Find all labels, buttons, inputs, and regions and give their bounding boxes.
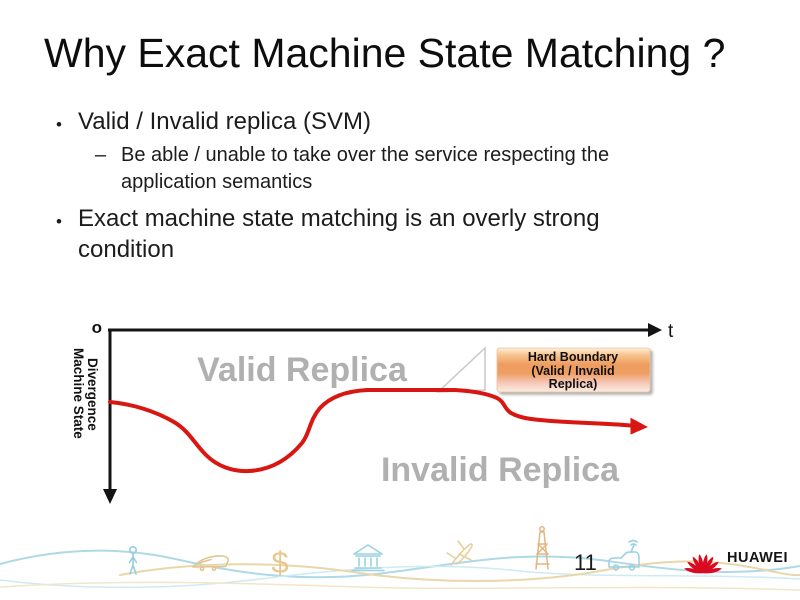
callout-text-line3: Replica) <box>549 377 598 391</box>
wave-tan-light <box>0 581 800 591</box>
airplane-icon <box>446 540 473 566</box>
hard-boundary-callout: Hard Boundary (Valid / Invalid Replica) <box>496 347 651 393</box>
bullet-item-1a: – Be able / unable to take over the serv… <box>95 142 686 196</box>
callout-box <box>496 347 651 393</box>
dollar-icon: $ <box>271 545 288 580</box>
bullet-item-1: • Valid / Invalid replica (SVM) <box>56 106 371 137</box>
bullet-dot: • <box>56 115 62 134</box>
divergence-diagram: Valid Replica Invalid Replica o t Machin… <box>71 318 674 504</box>
bullet-text: Exact machine state matching is an overl… <box>78 205 600 263</box>
person-icon <box>128 545 138 575</box>
invalid-replica-label: Invalid Replica <box>381 451 620 489</box>
wave-blue-light <box>0 565 800 589</box>
callout-text-line2: (Valid / Invalid <box>531 364 614 378</box>
drilling-tower-icon <box>535 526 550 570</box>
bullet-text: Valid / Invalid replica (SVM) <box>78 108 371 135</box>
time-axis-label: t <box>668 321 674 342</box>
slide-title: Why Exact Machine State Matching ? <box>44 30 726 76</box>
y-axis-caption-line2: Divergence <box>85 358 100 431</box>
bullet-dot: • <box>56 212 62 231</box>
bullet-dash: – <box>95 144 107 166</box>
huawei-flower-icon <box>684 554 722 574</box>
divergence-curve <box>108 388 639 474</box>
page-number: 11 <box>574 550 597 575</box>
huawei-wordmark: HUAWEI <box>727 550 788 566</box>
valid-replica-label: Valid Replica <box>197 351 408 389</box>
callout-text-line1: Hard Boundary <box>528 350 618 364</box>
bullet-item-2: • Exact machine state matching is an ove… <box>56 203 698 265</box>
wave-blue <box>0 549 800 579</box>
callout-connector <box>436 346 486 393</box>
x-axis-arrow-icon <box>648 323 662 337</box>
high-speed-train-icon <box>192 555 229 572</box>
footer-decoration: $ <box>0 526 800 591</box>
huawei-logo: HUAWEI <box>684 537 800 579</box>
y-axis-caption-line1: Machine State <box>71 348 86 439</box>
origin-label: o <box>92 318 102 337</box>
bullet-text: Be able / unable to take over the servic… <box>121 144 610 193</box>
communication-van-icon <box>608 539 640 571</box>
wave-tan <box>119 560 800 582</box>
y-axis-arrow-icon <box>103 489 117 504</box>
bank-icon <box>351 544 385 572</box>
curve-arrow-icon <box>630 417 648 435</box>
